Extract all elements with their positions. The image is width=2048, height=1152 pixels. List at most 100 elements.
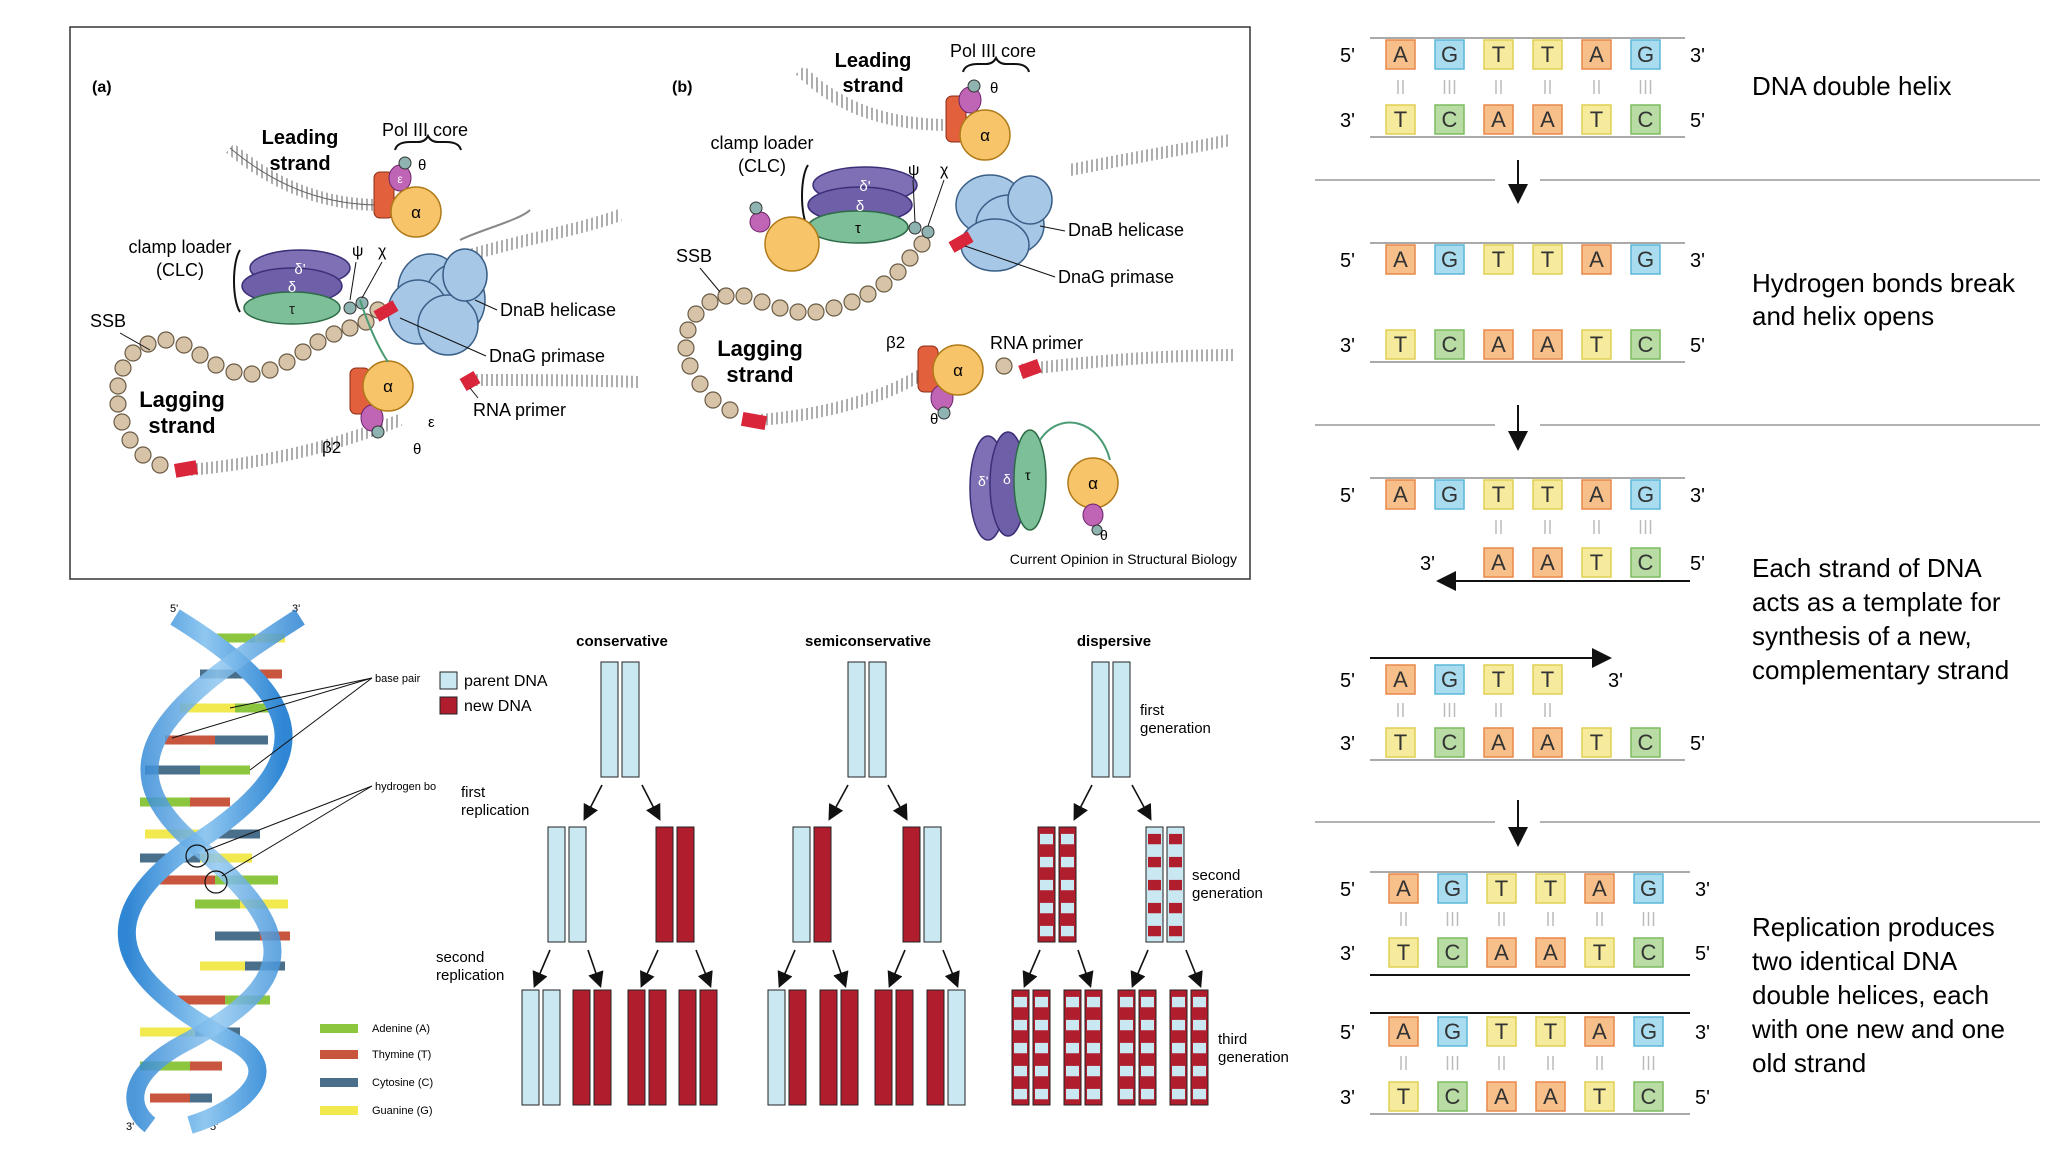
- step2-bottom-base: C: [1630, 329, 1661, 360]
- step4a-bottom-base-box: [1388, 937, 1419, 968]
- step3a-top-base-box: [1434, 479, 1465, 510]
- chi-subunit-b: [921, 225, 935, 239]
- step4a-top-base-letter: G: [1640, 876, 1657, 901]
- step3b-bottom-base-letter: T: [1590, 730, 1603, 755]
- step2-bottom-base-letter: T: [1394, 332, 1407, 357]
- step1-bottom-base-letter: C: [1638, 107, 1654, 132]
- semi-arrow-2c: [887, 949, 906, 988]
- legend-swatch-guanine: [320, 1106, 358, 1115]
- psi-subunit-a: [343, 301, 357, 315]
- hbond-circle-1: [185, 844, 209, 868]
- leading-strand-label-b1: Leading: [835, 50, 912, 72]
- cons-gen2-a-right: [542, 989, 561, 1106]
- delta-label-a: δ: [288, 279, 296, 296]
- theta-subunit-a: [398, 156, 412, 170]
- alpha-label-b2: α: [953, 361, 963, 380]
- third-generation-2: generation: [1218, 1049, 1289, 1066]
- step1-top-base-box: [1483, 39, 1514, 70]
- step3a-new-base-box: [1532, 547, 1563, 578]
- disp-gen2-d-left-segment: [1172, 1088, 1185, 1100]
- step4b-top-base-letter: G: [1444, 1019, 1461, 1044]
- disp-gen2-a-right-segment: [1035, 1088, 1048, 1100]
- panel-b: (b) δ': [672, 41, 1236, 543]
- step3a-new-base-box: [1630, 547, 1661, 578]
- semi-gen1-b-right: [923, 826, 942, 943]
- legend-guanine: Guanine (G): [372, 1105, 433, 1117]
- step3b-bottom-base-box: [1532, 727, 1563, 758]
- theta-subunit-a2: [371, 425, 385, 439]
- primase-label-a: DnaG primase: [489, 346, 605, 366]
- step1-top-3: 3': [1690, 45, 1705, 67]
- disp-gen1-a-right-segment: [1061, 833, 1074, 845]
- rna-primer-a: [459, 370, 481, 392]
- cons-gen1-a-left: [547, 826, 566, 943]
- disp-gen1-a-right-segment: [1061, 902, 1074, 914]
- step4a-top-base-letter: T: [1495, 876, 1508, 901]
- cons-gen2-d-left: [678, 989, 697, 1106]
- step3b-bottom-base: A: [1483, 727, 1514, 758]
- step4b-top-base-box: [1584, 1016, 1615, 1047]
- step4b-bottom-base-letter: A: [1494, 1084, 1509, 1109]
- theta-callout-b3: θ: [1100, 527, 1108, 543]
- disp-gen1-a-left-segment: [1040, 902, 1053, 914]
- step2-bottom-base: A: [1483, 329, 1514, 360]
- cons-arrow-2a: [532, 949, 551, 988]
- step1-bottom-base-box: [1630, 104, 1661, 135]
- step4b-top-base-box: [1388, 1016, 1419, 1047]
- beta-label-a: β2: [322, 438, 341, 457]
- replication-models: parent DNA new DNA conservative semicons…: [436, 633, 1289, 1106]
- disp-gen2-d-left-segment: [1172, 1042, 1185, 1054]
- disp-gen1-a-right-segment: [1061, 856, 1074, 868]
- dnab-helicase-b: [955, 174, 1053, 272]
- step4a-bottom-base-letter: T: [1397, 940, 1410, 965]
- step4a-bottom-base-box: [1437, 937, 1468, 968]
- step3b-new-5: 5': [1340, 670, 1355, 692]
- panel-a-tag: (a): [92, 79, 112, 96]
- step4b-bottom-base: A: [1486, 1081, 1517, 1112]
- primase-marker-b: [948, 231, 974, 253]
- step3b-bottom-base: C: [1434, 727, 1465, 758]
- step1-top-base-letter: T: [1541, 42, 1554, 67]
- step3a-top-base-letter: T: [1541, 482, 1554, 507]
- step2-bottom-base-letter: C: [1638, 332, 1654, 357]
- legend-parent-label: parent DNA: [464, 673, 548, 690]
- step4a-top-base-box: [1388, 873, 1419, 904]
- disp-gen1-b-left-segment: [1148, 925, 1161, 937]
- step3a-new-base: T: [1581, 547, 1612, 578]
- step1-bottom-3: 3': [1340, 110, 1355, 132]
- semi-arrow-2d: [942, 949, 960, 988]
- step2-bottom-base-letter: T: [1590, 332, 1603, 357]
- step3a-top-base: A: [1581, 479, 1612, 510]
- step2-top-base: T: [1483, 244, 1514, 275]
- step3b-new-base: A: [1385, 664, 1416, 695]
- disp-arrow-2c: [1130, 949, 1149, 988]
- step3a-top-base: T: [1483, 479, 1514, 510]
- disp-gen2-c-right-segment: [1141, 996, 1154, 1008]
- disp-gen2-c-right-segment: [1141, 1042, 1154, 1054]
- legend-new-label: new DNA: [464, 698, 532, 715]
- disp-gen2-c-left-segment: [1120, 1019, 1133, 1031]
- step1-bottom-base-letter: T: [1590, 107, 1603, 132]
- step2-top-5: 5': [1340, 250, 1355, 272]
- disp-gen2-b-right-segment: [1087, 996, 1100, 1008]
- step2-top-base-letter: T: [1541, 247, 1554, 272]
- second-generation-1: second: [1192, 867, 1240, 884]
- hydrogen-bond-label: hydrogen bo: [375, 781, 436, 793]
- step4a-top-base-letter: A: [1396, 876, 1411, 901]
- step2-top-base-box: [1532, 244, 1563, 275]
- backbone-strand-1: [117, 609, 293, 1134]
- beta-label-b: β2: [886, 333, 905, 352]
- disp-gen2-c-right-segment: [1141, 1088, 1154, 1100]
- rna-primer-b2: [740, 412, 768, 430]
- disp-gen2-a-left-segment: [1014, 1042, 1027, 1054]
- step2-top-base-letter: G: [1441, 247, 1458, 272]
- disp-parent-right: [1112, 661, 1131, 778]
- step4b-bottom-base: A: [1535, 1081, 1566, 1112]
- step3a-top-base-letter: A: [1393, 482, 1408, 507]
- psi-label-b: ψ: [908, 162, 919, 179]
- step4b-top-base: G: [1633, 1016, 1664, 1047]
- step3a-top-base-letter: A: [1589, 482, 1604, 507]
- step4a-bottom-base-letter: C: [1445, 940, 1461, 965]
- step3a-top-base-letter: G: [1637, 482, 1654, 507]
- step1-bottom-5: 5': [1690, 110, 1705, 132]
